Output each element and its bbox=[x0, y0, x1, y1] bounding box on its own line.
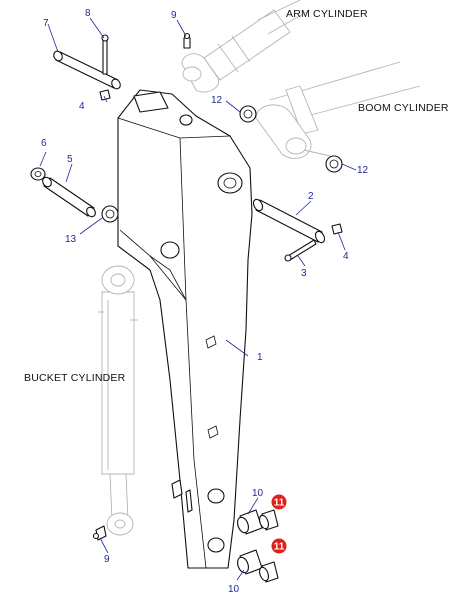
arm-cylinder-label: ARM CYLINDER bbox=[286, 8, 368, 20]
pin-7 bbox=[53, 50, 121, 90]
arm-body bbox=[117, 89, 253, 569]
bolt-3 bbox=[284, 239, 317, 262]
badge-11-lower-text: 11 bbox=[274, 542, 285, 553]
washer-12-upper bbox=[239, 105, 257, 123]
nut-4-right bbox=[331, 223, 343, 235]
callout-4-right: 4 bbox=[343, 251, 349, 262]
boom-cylinder-label: BOOM CYLINDER bbox=[358, 102, 449, 114]
highlight-badge-11-lower[interactable]: 11 bbox=[271, 538, 287, 554]
washer-12-lower bbox=[325, 155, 343, 173]
callout-13: 13 bbox=[65, 234, 77, 245]
grease-fitting-9-top bbox=[183, 32, 191, 49]
highlight-badge-11-upper[interactable]: 11 bbox=[271, 494, 287, 510]
callout-7: 7 bbox=[43, 18, 49, 29]
callout-9-bottom: 9 bbox=[104, 554, 110, 565]
leader-lines bbox=[39, 17, 357, 581]
callout-8: 8 bbox=[85, 8, 91, 19]
callout-9-top: 9 bbox=[171, 10, 177, 21]
washer-6 bbox=[30, 167, 46, 181]
callout-6: 6 bbox=[41, 138, 47, 149]
callout-10-upper: 10 bbox=[252, 488, 264, 499]
pin-2 bbox=[252, 198, 326, 244]
bushing-10-upper bbox=[237, 509, 263, 535]
washer-13 bbox=[101, 205, 119, 223]
bucket-cylinder-ghost bbox=[98, 265, 138, 536]
pin-5 bbox=[42, 176, 96, 218]
bushing-11-lower bbox=[258, 561, 279, 583]
callout-1: 1 bbox=[257, 352, 263, 363]
arm-cylinder-ghost bbox=[181, 0, 311, 93]
nut-4-top bbox=[99, 89, 111, 101]
callout-10-lower: 10 bbox=[228, 584, 240, 595]
boom-cylinder-ghost bbox=[255, 61, 421, 159]
badge-circle bbox=[271, 494, 287, 510]
callout-12-upper: 12 bbox=[211, 95, 223, 106]
grease-fitting-9-bottom bbox=[92, 525, 107, 541]
callout-12-lower: 12 bbox=[357, 165, 369, 176]
bushing-10-lower bbox=[237, 549, 263, 575]
badge-circle bbox=[271, 538, 287, 554]
callout-3: 3 bbox=[301, 268, 307, 279]
callout-2: 2 bbox=[308, 191, 314, 202]
callout-4-top: 4 bbox=[79, 101, 85, 112]
callout-5: 5 bbox=[67, 154, 73, 165]
bolt-8 bbox=[101, 34, 109, 75]
bushing-11-upper bbox=[258, 509, 279, 531]
bucket-cylinder-label: BUCKET CYLINDER bbox=[24, 372, 126, 384]
badge-11-upper-text: 11 bbox=[274, 498, 285, 509]
